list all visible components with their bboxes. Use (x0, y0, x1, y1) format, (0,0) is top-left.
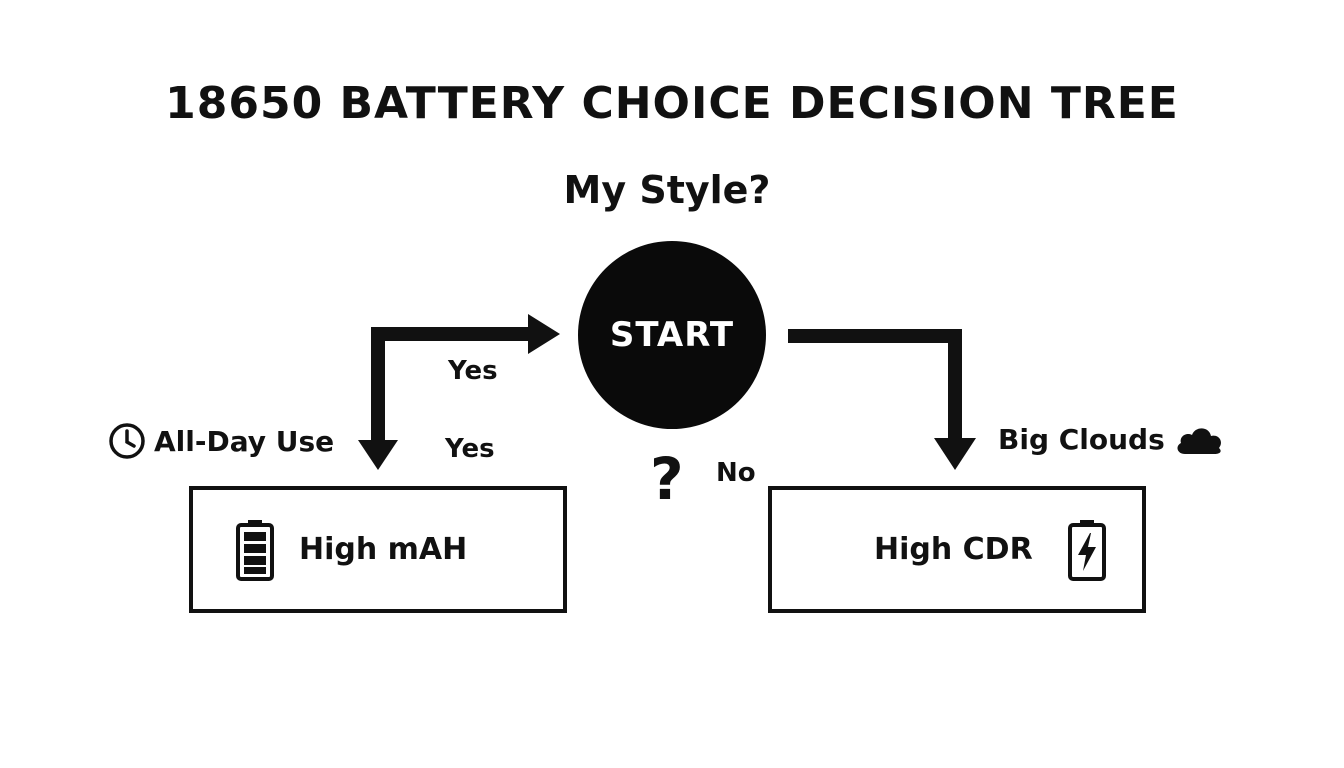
question-mark-icon: ? (650, 445, 684, 513)
right-condition: Big Clouds (998, 422, 1225, 456)
right-connector-arrowhead-down (934, 438, 976, 470)
result-label-high-cdr: High CDR (874, 532, 1033, 567)
right-condition-label: Big Clouds (998, 422, 1165, 456)
edge-label-no: No (716, 458, 756, 488)
left-condition: All-Day Use (108, 422, 334, 460)
left-connector-arrowhead-right (528, 314, 560, 354)
left-connector-line (371, 327, 532, 448)
clock-icon (109, 423, 145, 459)
right-connector-line (788, 329, 962, 442)
edge-label-yes-upper: Yes (448, 356, 498, 386)
battery-bolt-icon (1067, 519, 1106, 581)
result-label-high-mah: High mAH (299, 532, 468, 567)
left-connector-arrowhead-down (358, 440, 398, 470)
diagram-question: My Style? (563, 168, 771, 212)
cloud-icon (1177, 428, 1221, 454)
start-node: START (578, 241, 766, 429)
diagram-title: 18650 BATTERY CHOICE DECISION TREE (165, 78, 1179, 129)
left-condition-label: All-Day Use (154, 424, 335, 458)
start-node-label: START (609, 315, 735, 355)
edge-label-yes-lower: Yes (445, 434, 495, 464)
result-box-high-mah: High mAH (189, 486, 567, 613)
result-box-high-cdr: High CDR (768, 486, 1146, 613)
battery-full-icon (236, 519, 274, 581)
